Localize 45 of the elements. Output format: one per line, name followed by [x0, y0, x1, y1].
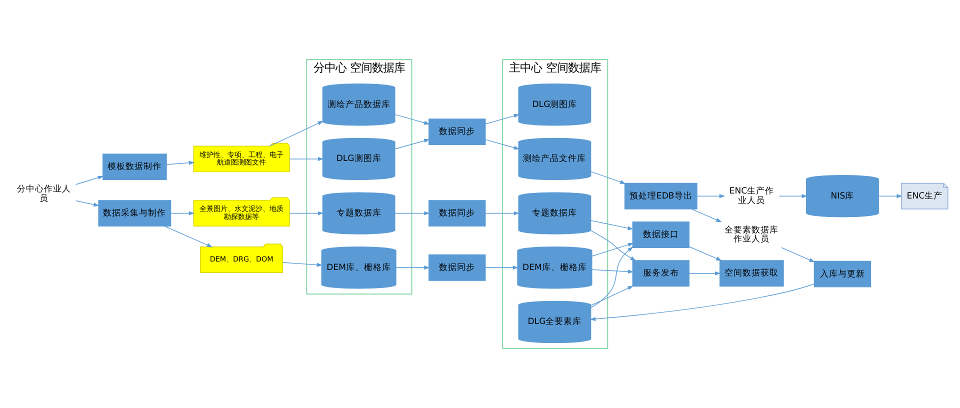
- arrow: [394, 114, 430, 125]
- arrow: [781, 247, 815, 262]
- arrow: [688, 246, 722, 261]
- arrow: [485, 266, 519, 270]
- arrow: [485, 211, 520, 216]
- arrow: [269, 120, 324, 146]
- node-box: 数据采集与制作: [98, 200, 172, 227]
- arrow: [590, 246, 634, 308]
- node-box: 数据同步: [428, 200, 486, 227]
- arrow: [696, 194, 726, 198]
- arrow: [878, 194, 902, 198]
- arrow: [396, 266, 430, 270]
- arrow: [170, 211, 195, 216]
- node-box: 数据同步: [428, 118, 486, 146]
- node-box: 空间数据获取: [720, 260, 784, 287]
- node-text: 全要素数据库作业人员: [724, 225, 779, 245]
- node-box: 数据接口: [632, 222, 690, 248]
- node-box: 模板数据制作: [102, 154, 167, 180]
- arrow: [164, 226, 213, 248]
- arrow: [778, 194, 808, 198]
- arrow: [592, 269, 634, 274]
- node-box: 入库与更新: [814, 260, 872, 288]
- node-box: 服务发布: [632, 260, 690, 287]
- node-box: 数据同步: [428, 254, 486, 281]
- arrow: [590, 284, 815, 322]
- arrow: [688, 271, 721, 276]
- arrow: [590, 171, 626, 184]
- arrow: [76, 176, 104, 185]
- arrow: [691, 208, 722, 222]
- node-text: ENC生产作业人员: [729, 186, 774, 206]
- arrow: [394, 211, 430, 216]
- node-text: 分中心作业人员: [16, 184, 71, 204]
- arrow: [485, 114, 520, 124]
- arrow: [394, 138, 430, 150]
- arrow: [590, 230, 636, 261]
- arrow: [592, 242, 634, 256]
- node-box: 预处理EDB导出: [624, 182, 698, 210]
- arrow: [289, 156, 324, 161]
- arrow: [76, 200, 100, 207]
- arrow: [166, 160, 195, 165]
- arrow: [590, 286, 634, 306]
- arrow: [289, 211, 324, 216]
- arrow: [485, 139, 520, 150]
- arrow: [282, 262, 323, 267]
- arrow: [590, 220, 634, 230]
